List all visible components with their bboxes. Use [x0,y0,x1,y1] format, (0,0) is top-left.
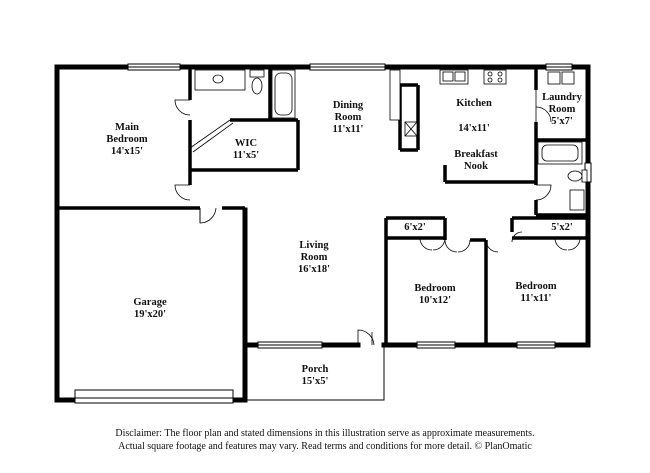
room-dimensions: 11'x5' [232,150,260,161]
room-dimensions: 15'x5' [301,376,329,387]
room-dimensions: 10'x12' [418,295,452,306]
room-name: Dining Room [332,100,364,123]
closet-left-label: 6'x2' [355,222,475,234]
dining-room-label: Dining Room 11'x11' [288,100,408,136]
wic-label: WIC 11'x5' [186,138,306,162]
room-name: Garage [133,297,167,308]
breakfast-nook-label: Breakfast Nook [416,149,536,173]
room-dimensions: 6'x2' [404,222,426,233]
laundry-room-label: Laundry Room 5'x7' [502,92,622,128]
disclaimer: Disclaimer: The floor plan and stated di… [0,427,650,453]
bedroom-middle-label: Bedroom 10'x12' [375,283,495,307]
room-name: Porch [301,364,329,375]
closet-right-label: 5'x2' [502,222,622,234]
kitchen-dimensions-label: 14'x11' [414,123,534,135]
room-dimensions: 5'x7' [551,116,573,127]
room-dimensions: 16'x18' [297,264,331,275]
kitchen-label: Kitchen [414,98,534,110]
room-name: Bedroom [515,281,557,292]
room-name: Bedroom [414,283,456,294]
windows [127,63,592,349]
main-bedroom-label: Main Bedroom 14'x15' [67,122,187,158]
porch-label: Porch 15'x5' [255,364,375,388]
room-name: Main Bedroom [106,122,148,145]
room-name: WIC [234,138,258,149]
disclaimer-line-1: Disclaimer: The floor plan and stated di… [115,428,535,439]
room-name: Laundry Room [542,92,582,115]
room-dimensions: 14'x15' [110,146,144,157]
room-dimensions: 11'x11' [520,293,552,304]
door-swings [174,90,581,346]
garage-label: Garage 19'x20' [90,297,210,321]
bedroom-right-label: Bedroom 11'x11' [476,281,596,305]
room-dimensions: 19'x20' [133,309,167,320]
fixtures [194,69,588,211]
room-dimensions: 11'x11' [332,124,364,135]
room-name: Living Room [299,240,329,263]
porch-outline [245,345,385,401]
room-dimensions: 5'x2' [551,222,573,233]
room-name: Breakfast Nook [454,149,498,172]
disclaimer-line-2: Actual square footage and features may v… [118,441,532,452]
room-name: Kitchen [456,98,492,109]
room-dimensions: 14'x11' [458,123,490,134]
garage-door [74,389,234,404]
interior-walls [57,67,588,345]
living-room-label: Living Room 16'x18' [254,240,374,276]
